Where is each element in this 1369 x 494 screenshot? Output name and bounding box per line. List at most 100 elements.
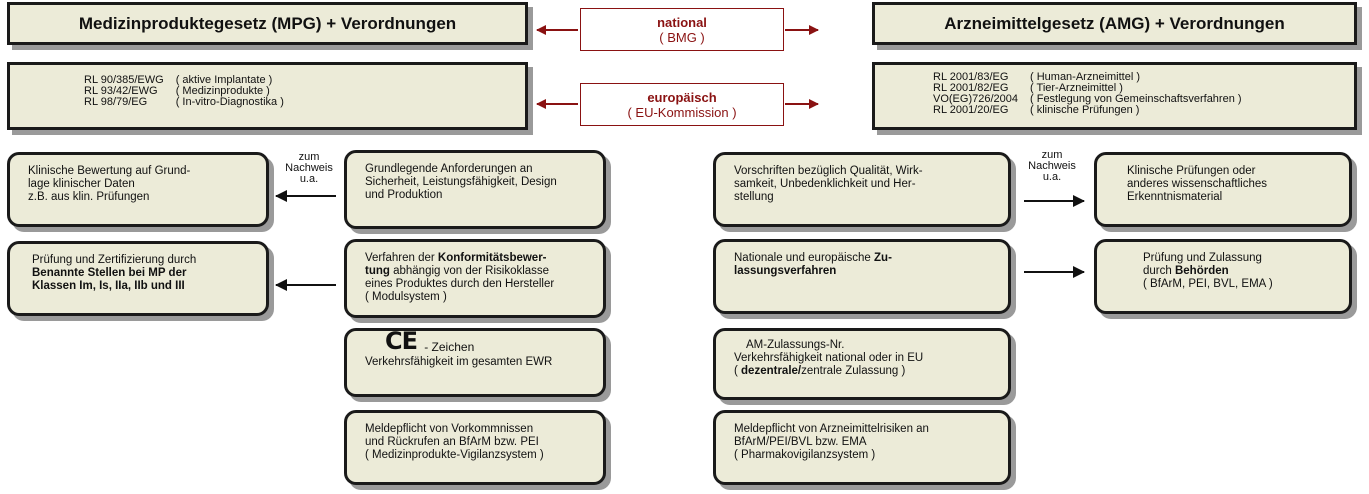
european-subtitle: ( EU-Kommission ) — [627, 104, 737, 120]
box-line: ( dezentrale/zentrale Zulassung ) — [734, 365, 996, 378]
text-bold: dezentrale/ — [741, 365, 802, 377]
klinische-pruefungen-box: Klinische Prüfungen oder anderes wissens… — [1094, 152, 1352, 227]
regulation-row: RL 2001/82/EG ( Tier-Arzneimittel ) — [933, 83, 1242, 94]
vigilanz-box: Meldepflicht von Vorkommnissen und Rückr… — [344, 410, 606, 485]
box-line: ( Medizinprodukte-Vigilanzsystem ) — [365, 449, 544, 461]
box-line: Sicherheit, Leistungsfähigkeit, Design — [365, 176, 557, 188]
box-line: und Rückrufen an BfArM bzw. PEI — [365, 436, 539, 448]
regulation-code: RL 90/385/EWG — [84, 74, 164, 86]
box-line: ( Modulsystem ) — [365, 291, 447, 303]
box-line-bold: Benannte Stellen bei MP der — [32, 267, 187, 279]
nachweis-label-line: Nachweis — [285, 162, 333, 174]
zulassungsverfahren-box: Nationale und europäische Zu- lassungsve… — [713, 239, 1011, 314]
regulation-row: RL 90/385/EWG ( aktive Implantate ) — [84, 75, 284, 86]
regulation-desc: ( Festlegung von Gemeinschaftsverfahren … — [1030, 93, 1242, 105]
vorschriften-box: Vorschriften bezüglich Qualität, Wirk- s… — [713, 152, 1011, 227]
box-line: Prüfung und Zulassung — [1143, 252, 1262, 264]
amg-header: Arzneimittelgesetz (AMG) + Verordnungen — [872, 2, 1357, 45]
regulation-row: RL 2001/83/EG ( Human-Arzneimittel ) — [933, 72, 1242, 83]
box-line: ( BfArM, PEI, BVL, EMA ) — [1143, 278, 1273, 290]
box-line: Grundlegende Anforderungen an — [365, 163, 533, 175]
box-line: lage klinischer Daten — [28, 178, 135, 190]
regulation-code: VO(EG)726/2004 — [933, 93, 1018, 105]
regulation-code: RL 2001/83/EG — [933, 71, 1009, 83]
regulation-code: RL 2001/82/EG — [933, 82, 1009, 94]
nachweis-label-line: Nachweis — [1028, 160, 1076, 172]
box-line: tung abhängig von der Risikoklasse — [365, 265, 591, 278]
box-line: Klinische Prüfungen oder — [1127, 165, 1256, 177]
text-bold: Behörden — [1174, 265, 1229, 277]
text-bold: tung — [365, 265, 390, 277]
ce-mark-icon: CE — [385, 327, 418, 355]
text-span: zentrale Zulassung ) — [801, 365, 906, 377]
konformitaetsbewertung-box: Verfahren der Konformitätsbewer- tung ab… — [344, 239, 606, 318]
national-box: national ( BMG ) — [580, 8, 784, 51]
regulation-row: RL 98/79/EG ( In-vitro-Diagnostika ) — [84, 97, 284, 108]
box-line: ( Pharmakovigilanzsystem ) — [734, 449, 876, 461]
box-line: AM-Zulassungs-Nr. — [746, 339, 845, 351]
regulation-row: RL 93/42/EWG ( Medizinprodukte ) — [84, 86, 284, 97]
nachweis-label-line: u.a. — [1042, 171, 1062, 183]
box-line: CE - Zeichen — [385, 329, 591, 354]
box-line: anderes wissenschaftliches — [1127, 178, 1267, 190]
nachweis-label-right: zum Nachweis u.a. — [1023, 150, 1081, 183]
nachweis-label-line: u.a. — [299, 173, 319, 185]
ce-zeichen-box: CE - Zeichen Verkehrsfähigkeit im gesamt… — [344, 328, 606, 397]
grundlegende-anforderungen-box: Grundlegende Anforderungen an Sicherheit… — [344, 150, 606, 229]
box-line: samkeit, Unbedenklichkeit und Her- — [734, 178, 916, 190]
amg-regulations-box: RL 2001/83/EG ( Human-Arzneimittel ) RL 2… — [872, 62, 1357, 130]
text-bold: Konformitätsbewer- — [437, 252, 547, 264]
ce-suffix: - Zeichen — [424, 339, 475, 354]
text-bold: Zu- — [874, 252, 892, 264]
box-line: Erkenntnismaterial — [1127, 191, 1223, 203]
regulation-row: VO(EG)726/2004 ( Festlegung von Gemeinsch… — [933, 94, 1242, 105]
regulation-code: RL 98/79/EG — [84, 96, 148, 108]
national-title: national — [657, 14, 707, 30]
zertifizierung-box: Prüfung und Zertifizierung durch Benannt… — [7, 241, 269, 316]
box-line: lassungsverfahren — [734, 265, 996, 278]
regulation-row: RL 2001/20/EG( klinische Prüfungen ) — [933, 105, 1242, 116]
text-span: ( — [734, 365, 742, 377]
am-zulassungsnummer-box: AM-Zulassungs-Nr. Verkehrsfähigkeit nati… — [713, 328, 1011, 400]
mpg-regulations-table: RL 90/385/EWG ( aktive Implantate ) RL 93… — [84, 75, 284, 108]
regulation-code: RL 93/42/EWG — [84, 85, 158, 97]
regulation-desc: ( Tier-Arzneimittel ) — [1030, 82, 1123, 94]
box-line: Verfahren der Konformitätsbewer- — [365, 252, 591, 265]
box-line: stellung — [734, 191, 774, 203]
box-line: Vorschriften bezüglich Qualität, Wirk- — [734, 165, 923, 177]
pharmakovigilanz-box: Meldepflicht von Arzneimittelrisiken an … — [713, 410, 1011, 485]
box-line: Klinische Bewertung auf Grund- — [28, 165, 191, 177]
nachweis-label-line: zum — [1041, 149, 1063, 161]
box-line: Verkehrsfähigkeit national oder in EU — [734, 352, 924, 364]
text-span: Verfahren der — [365, 252, 438, 264]
box-line: durch Behörden — [1143, 265, 1337, 278]
mpg-header: Medizinproduktegesetz (MPG) + Verordnung… — [7, 2, 528, 45]
pruefung-zulassung-box: Prüfung und Zulassung durch Behörden ( B… — [1094, 239, 1352, 314]
box-line: eines Produktes durch den Hersteller — [365, 278, 555, 290]
mpg-regulations-box: RL 90/385/EWG ( aktive Implantate ) RL 93… — [7, 62, 528, 130]
box-line: Meldepflicht von Vorkommnissen — [365, 423, 534, 435]
text-span: durch — [1143, 265, 1175, 277]
box-line: z.B. aus klin. Prüfungen — [28, 191, 150, 203]
text-span: abhängig von der Risikoklasse — [389, 265, 550, 277]
amg-regulations-table: RL 2001/83/EG ( Human-Arzneimittel ) RL 2… — [933, 72, 1242, 116]
box-line: Nationale und europäische Zu- — [734, 252, 996, 265]
box-line: und Produktion — [365, 189, 443, 201]
nachweis-label-line: zum — [298, 151, 320, 163]
text-span: Nationale und europäische — [734, 252, 875, 264]
nachweis-label-left: zum Nachweis u.a. — [280, 152, 338, 185]
mpg-header-title: Medizinproduktegesetz (MPG) + Verordnung… — [78, 13, 457, 33]
box-line: Meldepflicht von Arzneimittelrisiken an — [734, 423, 929, 435]
regulation-desc: ( klinische Prüfungen ) — [1030, 104, 1140, 116]
box-line: Verkehrsfähigkeit im gesamten EWR — [365, 355, 553, 368]
regulation-desc: ( In-vitro-Diagnostika ) — [175, 96, 284, 108]
box-line: Prüfung und Zertifizierung durch — [32, 254, 197, 266]
text-bold: lassungsverfahren — [734, 265, 837, 277]
klinische-bewertung-box: Klinische Bewertung auf Grund- lage klin… — [7, 152, 269, 227]
regulation-desc: ( Medizinprodukte ) — [175, 85, 270, 97]
regulation-desc: ( aktive Implantate ) — [175, 74, 273, 86]
regulation-desc: ( Human-Arzneimittel ) — [1030, 71, 1141, 83]
amg-header-title: Arzneimittelgesetz (AMG) + Verordnungen — [944, 13, 1285, 33]
european-title: europäisch — [647, 89, 717, 105]
box-line-bold: Klassen Im, Is, IIa, IIb und III — [32, 280, 185, 292]
